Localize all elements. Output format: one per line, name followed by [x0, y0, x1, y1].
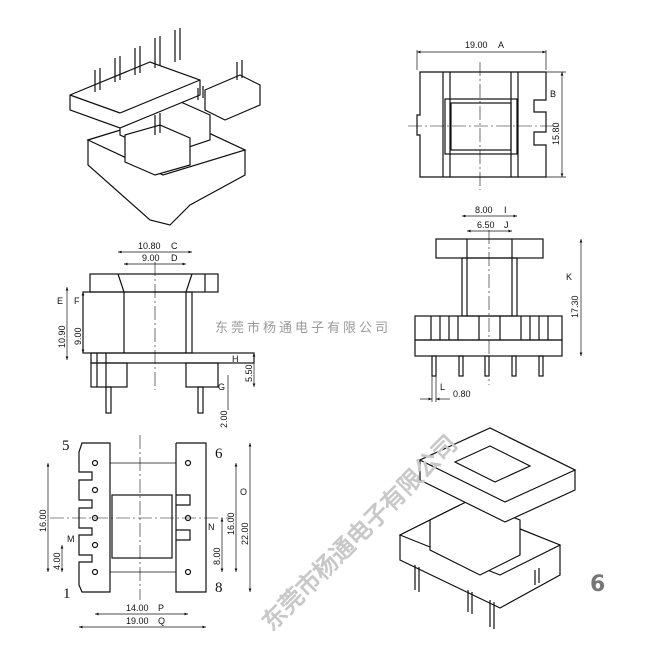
dim-i-value: 8.00: [475, 205, 493, 215]
isometric-view-bottom: [398, 427, 577, 629]
dim-n-value: 8.00: [212, 547, 222, 565]
dim-k-value: 17.30: [570, 295, 580, 318]
pin-label-1: 1: [63, 586, 71, 602]
dim-f-value: 9.00: [73, 327, 83, 345]
pin-label-6: 6: [215, 446, 223, 462]
dim-pitch: 4.00: [52, 552, 62, 570]
dim-c-ref: C: [171, 241, 178, 251]
dim-p-ref: P: [158, 603, 164, 613]
dim-o-value: 22.00: [240, 522, 250, 545]
dim-q-ref: Q: [158, 616, 165, 626]
dim-c-value: 10.80: [138, 241, 161, 251]
dim-pitch-ref: M: [67, 534, 75, 544]
dim-l-ref: L: [440, 382, 445, 392]
pin-label-5: 5: [62, 438, 70, 454]
base-ribs: [430, 316, 549, 340]
dim-k-ref: K: [566, 272, 572, 282]
dim-p-value: 14.00: [126, 603, 149, 613]
pin-label-8: 8: [215, 580, 223, 596]
dim-f-ref: F: [74, 296, 80, 306]
dim-b-ref: B: [550, 89, 556, 99]
isometric-view-top: [69, 28, 261, 226]
dim-j-value: 6.50: [477, 220, 495, 230]
dim-a-value: 19.00: [465, 40, 488, 50]
dim-o-ref: O: [240, 487, 247, 497]
dim-j-ref: J: [504, 220, 509, 230]
dim-d-value: 9.00: [142, 253, 160, 263]
dim-l-value: 0.80: [453, 389, 471, 399]
dim-right-span: 16.00: [226, 512, 236, 535]
dim-g-value: 2.00: [219, 410, 229, 428]
dim-e-value: 10.90: [57, 325, 67, 348]
dim-q-value: 19.00: [126, 616, 149, 626]
dim-left-span: 16.00: [38, 509, 48, 532]
dim-i-ref: I: [504, 205, 507, 215]
dim-n-ref: N: [208, 522, 215, 532]
dim-h-ref: H: [232, 354, 239, 364]
watermark-horizontal: 东莞市杨通电子有限公司: [215, 320, 391, 336]
top-view: 19.00 A 15.80 B: [408, 40, 566, 190]
side-view: 8.00 I 6.50 J 17.30 K L 0.80: [414, 205, 583, 402]
page-number: 6: [590, 572, 605, 597]
dim-e-ref: E: [57, 296, 63, 306]
dim-d-ref: D: [171, 253, 178, 263]
pins: [94, 28, 243, 135]
dim-h-value: 5.50: [244, 364, 254, 382]
dim-b-value: 15.80: [551, 122, 561, 145]
front-view: 10.80 C 9.00 D 10.90 E 9.00 F 5.50 H G 2…: [57, 241, 256, 428]
dim-a-ref: A: [498, 40, 504, 50]
bottom-view: 5 1 6 8 16.00 4.00 M 8.00 N 16.00 22.00 …: [38, 435, 252, 629]
dim-g-ref: G: [218, 382, 225, 392]
